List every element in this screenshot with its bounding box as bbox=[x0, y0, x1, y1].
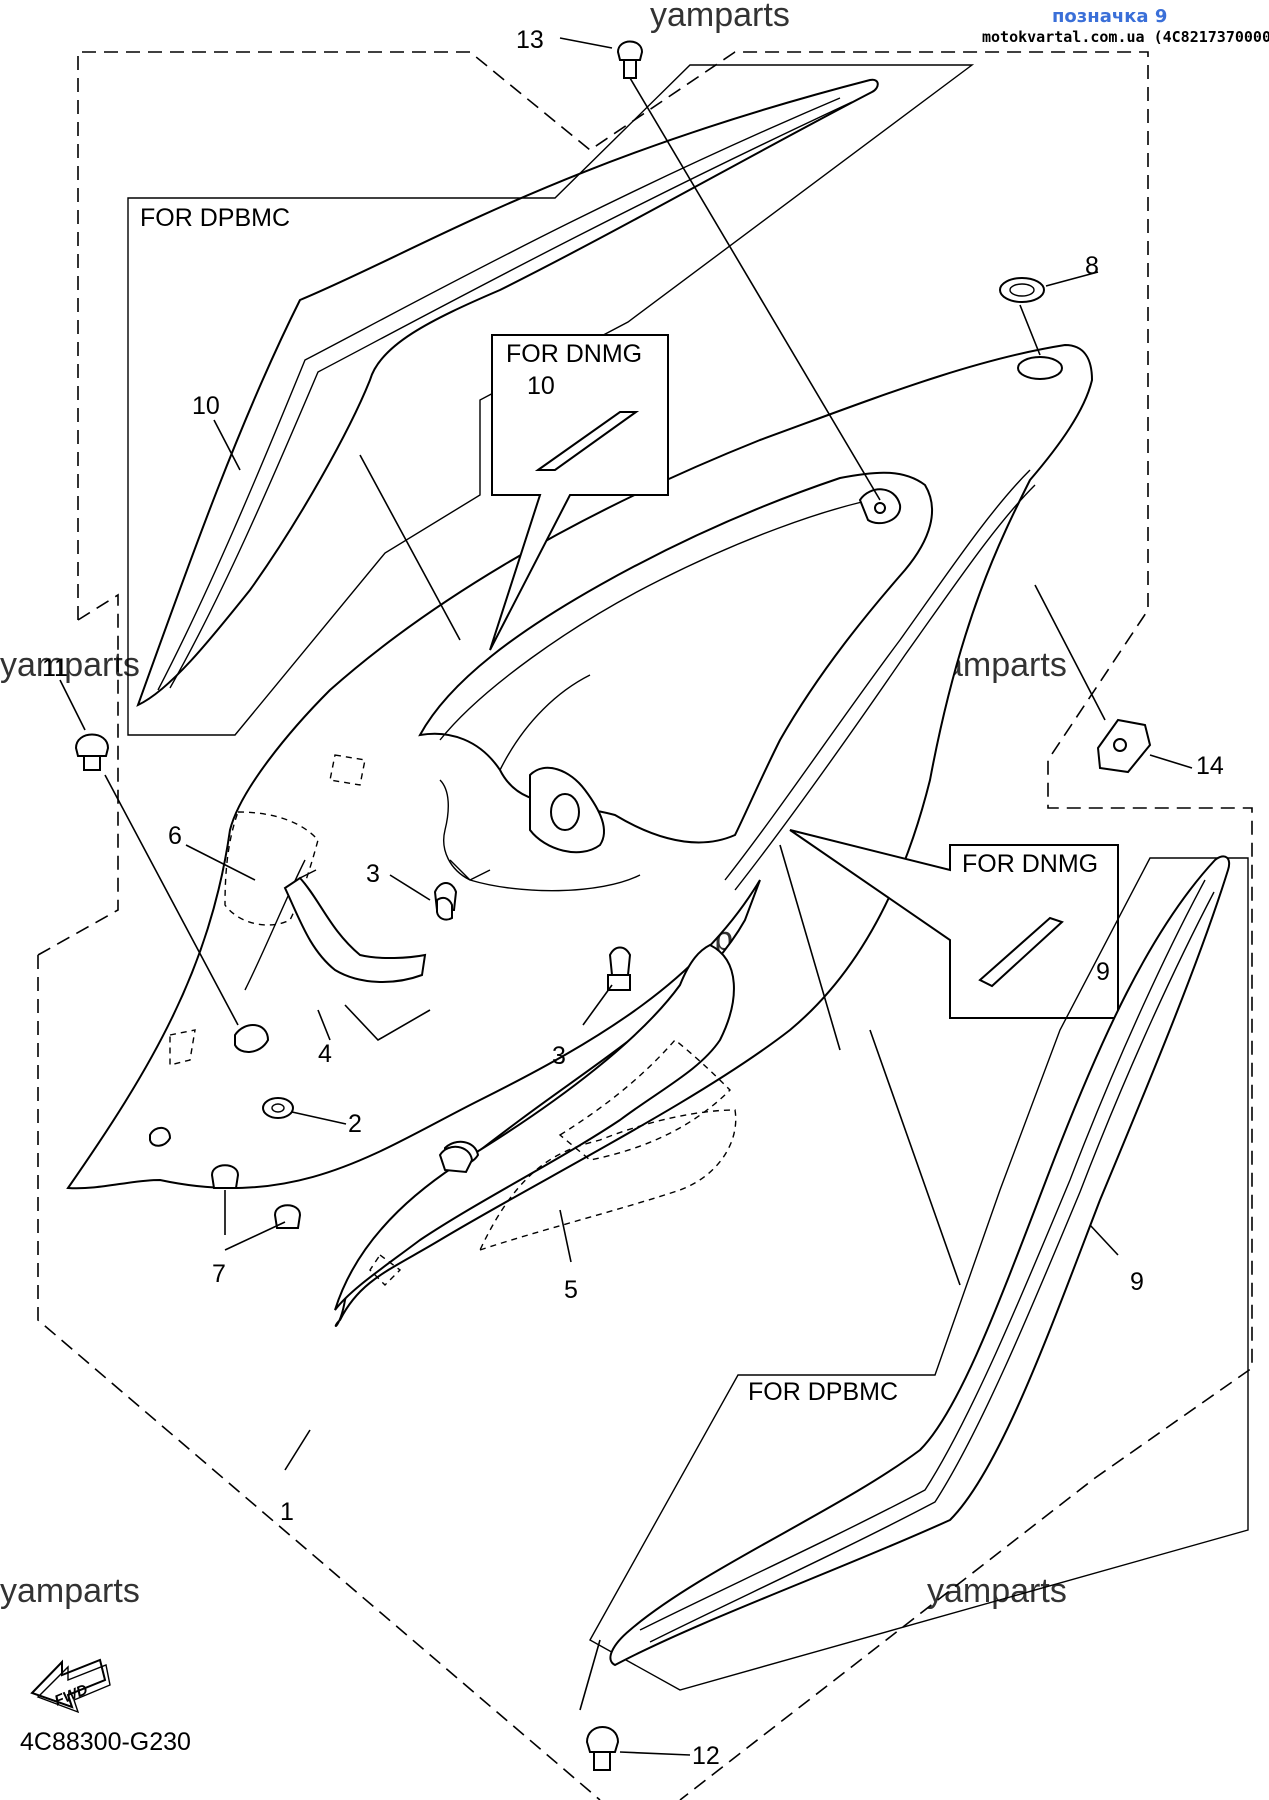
panel-6-pad bbox=[224, 811, 319, 926]
callout-5: 5 bbox=[564, 1276, 578, 1304]
header-site: motokvartal.com.ua (4C8217370000) bbox=[982, 28, 1269, 46]
box-dpbmc-bottom bbox=[589, 857, 1249, 1691]
watermark: yamparts bbox=[0, 646, 140, 684]
box-dnmg-right-label: FOR DNMG bbox=[962, 850, 1098, 878]
callout-12: 12 bbox=[692, 1742, 720, 1770]
tail-hole bbox=[1017, 356, 1063, 380]
decal-10-small bbox=[534, 411, 640, 471]
callout-6: 6 bbox=[168, 822, 182, 850]
box-dnmg-top-label: FOR DNMG bbox=[506, 340, 642, 368]
rubber-4 bbox=[283, 876, 427, 983]
rivet-11 bbox=[74, 733, 110, 757]
callout-7: 7 bbox=[212, 1260, 226, 1288]
header-title: позначка 9 bbox=[1052, 6, 1167, 27]
side-panel-5 bbox=[334, 943, 735, 1311]
callout-10: 10 bbox=[192, 392, 220, 420]
screw-13 bbox=[616, 40, 644, 61]
decal-9-small bbox=[978, 916, 1064, 988]
fwd-arrow-icon: FWD bbox=[30, 1658, 111, 1714]
callout-11: 11 bbox=[42, 654, 68, 682]
callout-3: 3 bbox=[366, 860, 380, 888]
diagram-code: 4C88300-G230 bbox=[20, 1728, 191, 1756]
watermark: yamparts bbox=[0, 1572, 140, 1610]
watermark: yamparts bbox=[927, 1572, 1067, 1610]
callout-14: 14 bbox=[1196, 752, 1224, 780]
washer-2 bbox=[262, 1097, 294, 1119]
watermark: yamparts bbox=[650, 0, 790, 34]
box-dpbmc-bottom-label: FOR DPBMC bbox=[748, 1378, 898, 1406]
callout-3: 3 bbox=[552, 1042, 566, 1070]
callout-13: 13 bbox=[516, 26, 544, 54]
box-dnmg-right bbox=[789, 829, 1119, 1019]
decal-9-right bbox=[609, 855, 1231, 1667]
callout-2: 2 bbox=[348, 1110, 362, 1138]
decal-10-left bbox=[136, 78, 879, 707]
callout-10: 10 bbox=[527, 372, 555, 400]
emblem-8 bbox=[999, 277, 1045, 303]
callout-1: 1 bbox=[280, 1498, 294, 1526]
callout-4: 4 bbox=[318, 1040, 332, 1068]
callout-9: 9 bbox=[1130, 1268, 1144, 1296]
box-dpbmc-top bbox=[127, 64, 975, 736]
assembly-outline bbox=[37, 51, 1253, 1800]
box-dpbmc-top-label: FOR DPBMC bbox=[140, 204, 290, 232]
grommet-7a bbox=[210, 1164, 240, 1189]
callout-8: 8 bbox=[1085, 252, 1099, 280]
grommet-7b bbox=[273, 1204, 302, 1229]
rivet-12 bbox=[585, 1726, 620, 1753]
callout-9: 9 bbox=[1096, 958, 1110, 986]
